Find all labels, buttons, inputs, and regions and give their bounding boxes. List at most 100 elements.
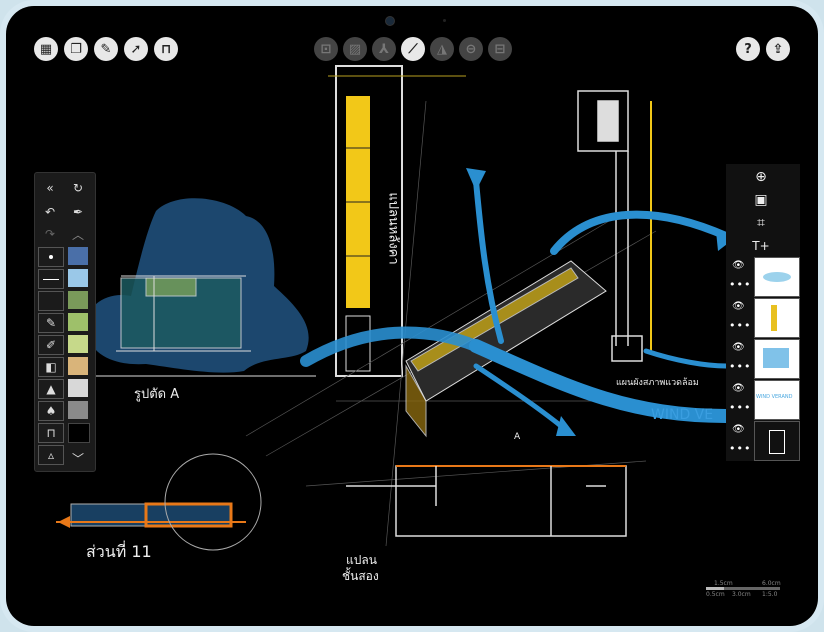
brush-pen[interactable]: ✎ [38,313,64,333]
cursor-icon: ➚ [130,41,142,57]
collapse-palette-button[interactable]: « [38,179,62,197]
layer-thumbnail[interactable] [754,298,800,338]
select-button[interactable]: ➚ [124,37,148,61]
eye-icon[interactable]: 👁 [732,424,745,435]
add-image-button[interactable]: ▣ [750,189,772,211]
help-button[interactable]: ? [736,37,760,61]
part-label: ส่วนที่ 11 [86,542,152,561]
scale-bar: 1.5cm 6.0cm 0.5cm 3.0cm 1:5.0 [706,580,781,600]
brush-eraser[interactable]: ◧ [38,357,64,377]
layer-thumbnail[interactable] [754,339,800,379]
eye-icon[interactable]: 👁 [732,383,745,394]
drawing-screen[interactable]: ▦ ❐ ✎ ➚ ⊓ ⊡ ▨ ⅄ ⟋ ◮ ⊖ ⊟ ? ⇪ « ↻ ↶ ✒ ↷ ︿ … [6,6,818,626]
eye-icon[interactable]: 👁 [732,342,745,353]
color-swatch[interactable] [68,357,88,375]
transform-button[interactable]: ⊡ [314,37,338,61]
brush-line[interactable] [38,269,64,289]
refresh-icon: ↻ [72,181,84,195]
more-dots-icon[interactable]: ••• [729,360,752,373]
double-chevron-left-icon: « [46,181,54,195]
angle-icon: ⅄ [379,41,389,57]
layers-button[interactable]: ❐ [64,37,88,61]
grid-icon: ▦ [39,41,53,57]
scroll-up-button[interactable]: ︿ [66,225,90,243]
more-dots-icon[interactable]: ••• [729,442,752,455]
crop-button[interactable]: ⌗ [750,212,772,234]
drawing-canvas[interactable] [6,6,818,626]
wind-arrows [300,178,733,429]
undo-icon: ↶ [44,205,56,219]
image-add-icon: ▣ [754,192,768,208]
stamp-icon: ⊟ [494,41,506,57]
roller-icon: ⊓ [46,426,56,440]
isometric-walkway [405,260,607,438]
eraser-icon: ◧ [45,360,57,374]
brush-dot[interactable] [38,247,64,267]
grid-button[interactable]: ▦ [34,37,58,61]
chevron-up-icon: ︿ [71,227,84,242]
pen-icon: ✎ [45,316,57,330]
section-a-drawing [96,275,316,377]
floor-plan-label-2: ชั้นสอง [342,569,379,583]
triangle-icon: ◮ [437,41,447,57]
brush-marker[interactable]: ▲ [38,379,64,399]
scale-label: 1:5.0 [762,591,778,598]
chevron-down-icon: ﹀ [71,451,84,466]
eyedropper-button[interactable]: ✒ [66,203,90,221]
color-swatch[interactable] [68,247,88,265]
front-camera [385,16,395,26]
brush-roller[interactable]: ⊓ [38,423,64,443]
redo-button[interactable]: ↷ [38,225,62,243]
gallery-button[interactable]: ⊓ [154,37,178,61]
scroll-down-button[interactable]: ﹀ [66,449,90,467]
circle-minus-button[interactable]: ⊖ [459,37,483,61]
angle-button[interactable]: ⅄ [372,37,396,61]
ruler-button[interactable]: ⟋ [401,37,425,61]
ink-brush-icon: ♠ [45,404,57,418]
brush-ink[interactable]: ♠ [38,401,64,421]
fill-brush-icon: ▵ [47,448,55,462]
share-button[interactable]: ⇪ [766,37,790,61]
text-add-icon: T+ [752,239,770,253]
refresh-button[interactable]: ↻ [66,179,90,197]
floor-plan [346,465,627,537]
triangle-button[interactable]: ◮ [430,37,454,61]
color-swatch[interactable] [68,313,88,331]
more-dots-icon[interactable]: ••• [729,319,752,332]
glazing-tower [328,65,466,377]
add-text-button[interactable]: T+ [750,235,772,257]
hatch-button[interactable]: ▨ [343,37,367,61]
more-dots-icon[interactable]: ••• [729,401,752,414]
layer-thumbnail[interactable] [754,421,800,461]
brush-fill[interactable]: ▵ [38,445,64,465]
tools-button[interactable]: ✎ [94,37,118,61]
eye-icon[interactable]: 👁 [732,301,745,312]
layer-thumbnail[interactable]: WIND VERAND [754,380,800,420]
color-swatch[interactable] [68,423,90,443]
eye-icon[interactable]: 👁 [732,260,745,271]
color-swatch[interactable] [68,269,88,287]
layers-stack-icon: ❐ [70,41,82,57]
pencil-icon: ✐ [45,338,57,352]
wrench-icon: ✎ [100,41,112,57]
help-icon: ? [744,41,752,57]
layer-thumbnail[interactable] [754,257,800,297]
eyedropper-icon: ✒ [72,205,84,219]
new-page-button[interactable]: ⊕ [750,166,772,188]
crop-icon: ⌗ [757,215,765,231]
scale-label: 0.5cm [706,591,725,598]
undo-button[interactable]: ↶ [38,203,62,221]
sensor [443,19,446,22]
color-swatch[interactable] [68,379,88,397]
section-a-label: รูปตัด A [134,387,180,402]
color-swatch[interactable] [68,291,88,309]
bottom-section [56,453,262,551]
color-swatch[interactable] [68,401,88,419]
section-marker: A [514,432,521,442]
brush-empty[interactable] [38,291,64,311]
stamp-button[interactable]: ⊟ [488,37,512,61]
more-dots-icon[interactable]: ••• [729,278,752,291]
color-swatch[interactable] [68,335,88,353]
site-plan-label: แผนผังสภาพแวดล้อม [616,378,699,388]
brush-pencil[interactable]: ✐ [38,335,64,355]
